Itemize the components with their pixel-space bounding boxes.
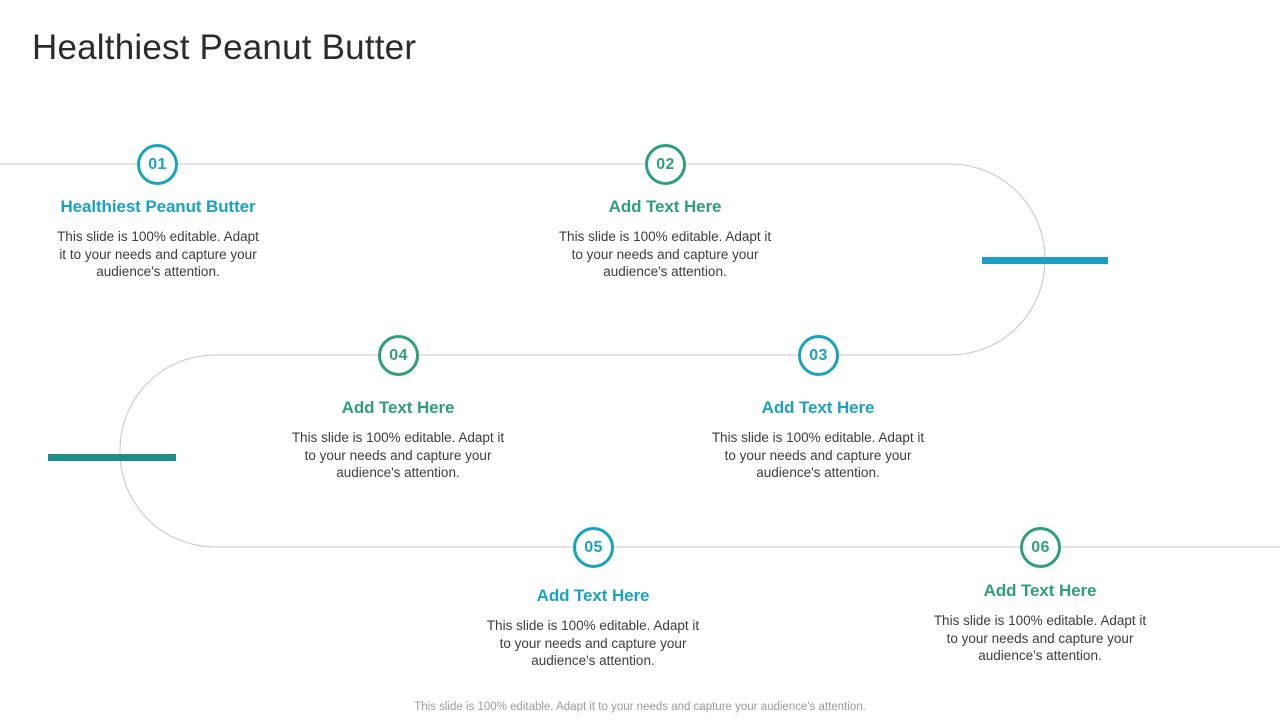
node-number-02: 02 [656,155,675,173]
node-number-01: 01 [148,155,167,173]
node-circle-06[interactable]: 06 [1020,527,1061,568]
node-heading-05: Add Text Here [536,586,650,605]
node-circle-04[interactable]: 04 [378,335,419,376]
node-circle-05[interactable]: 05 [573,527,614,568]
node-06: Add Text Here This slide is 100% editabl… [900,581,1180,665]
node-heading-02: Add Text Here [608,197,722,216]
node-body-06: This slide is 100% editable. Adapt it to… [933,613,1147,663]
node-01: Healthiest Peanut Butter This slide is 1… [18,197,298,281]
node-number-04: 04 [389,346,408,364]
accent-bar-left [48,454,176,461]
node-04: Add Text Here This slide is 100% editabl… [258,398,538,482]
node-heading-06: Add Text Here [983,581,1097,600]
node-body-03: This slide is 100% editable. Adapt it to… [711,430,925,480]
node-heading-04: Add Text Here [341,398,455,417]
footer-note: This slide is 100% editable. Adapt it to… [414,701,866,713]
node-body-01: This slide is 100% editable. Adapt it to… [57,229,259,279]
node-body-04: This slide is 100% editable. Adapt it to… [291,430,505,480]
node-circle-02[interactable]: 02 [645,144,686,185]
node-02: Add Text Here This slide is 100% editabl… [525,197,805,281]
node-body-02: This slide is 100% editable. Adapt it to… [558,229,772,279]
node-05: Add Text Here This slide is 100% editabl… [453,586,733,670]
node-number-03: 03 [809,346,828,364]
node-heading-03: Add Text Here [761,398,875,417]
node-03: Add Text Here This slide is 100% editabl… [678,398,958,482]
node-circle-01[interactable]: 01 [137,144,178,185]
accent-bar-right [982,257,1108,264]
node-circle-03[interactable]: 03 [798,335,839,376]
node-body-05: This slide is 100% editable. Adapt it to… [486,618,700,668]
node-number-05: 05 [584,538,603,556]
node-heading-01: Healthiest Peanut Butter [60,197,256,216]
node-number-06: 06 [1031,538,1050,556]
page-title: Healthiest Peanut Butter [32,28,417,67]
